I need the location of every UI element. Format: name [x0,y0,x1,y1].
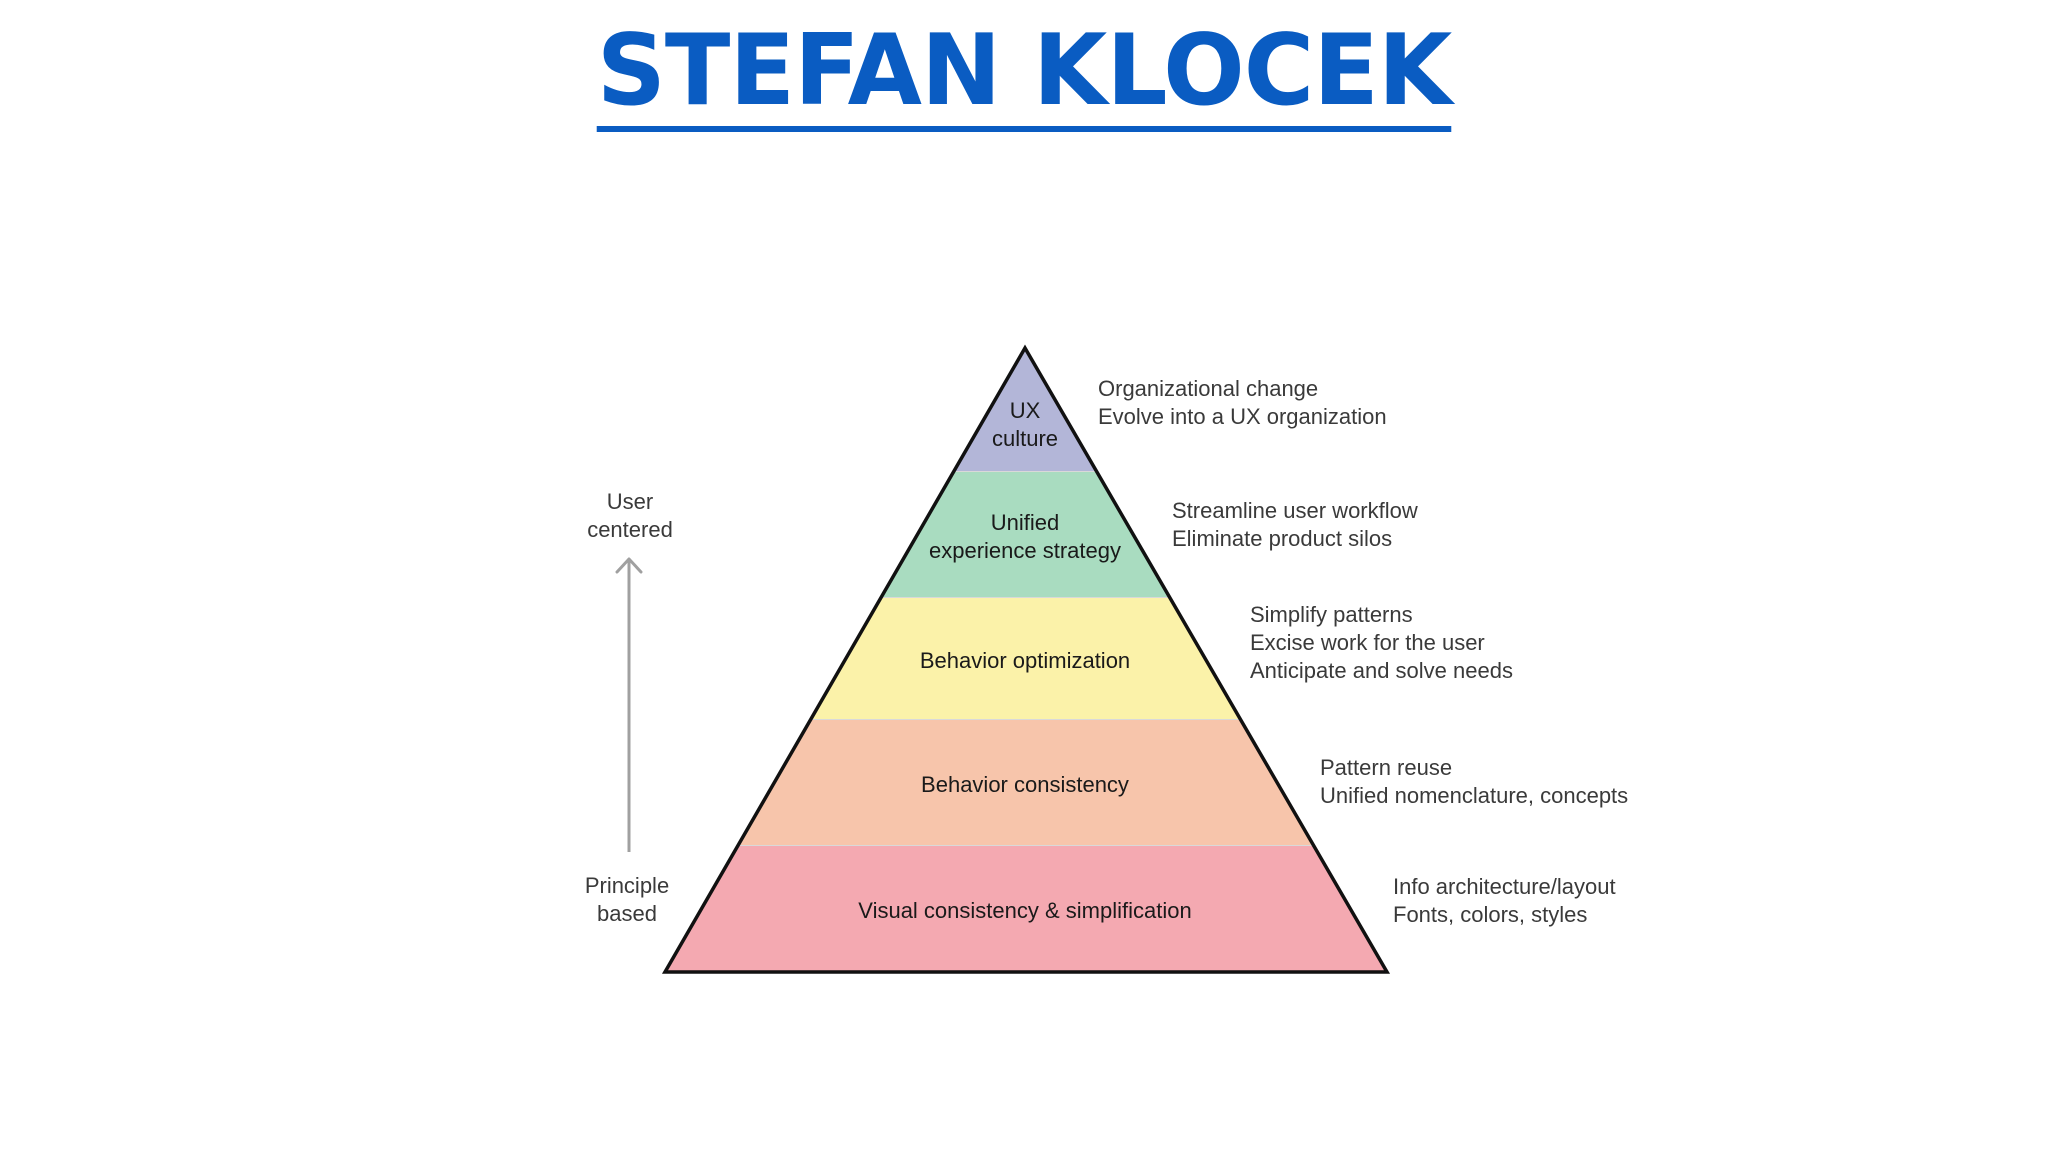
tier-label: culture [992,426,1058,451]
tier-ux-culture [953,348,1097,472]
axis-bottom-label: Principle [585,873,669,898]
tier-note: Fonts, colors, styles [1393,902,1587,927]
tier-note: Info architecture/layout [1393,874,1616,899]
pyramid-border [661,344,1391,974]
tier-label: UX [1010,398,1041,423]
tier-note: Unified nomenclature, concepts [1320,783,1628,808]
tier-note: Anticipate and solve needs [1250,658,1513,683]
tier-label: Visual consistency & simplification [858,898,1191,923]
pyramid-outline [661,344,1391,974]
tier-note: Excise work for the user [1250,630,1485,655]
axis-top-label: centered [587,517,673,542]
tier-label: experience strategy [929,538,1121,563]
tier-visual-consistency [665,846,1387,972]
tier-note: Simplify patterns [1250,602,1413,627]
tier-label: Unified [991,510,1059,535]
page-title-text: STEFAN KLOCEK [596,17,1452,132]
arrow-up-icon [615,557,643,574]
tier-note: Pattern reuse [1320,755,1452,780]
page-title: STEFAN KLOCEK [0,17,2048,132]
axis-top-label: User [607,489,653,514]
pyramid-tiers [665,348,1387,972]
tier-label: Behavior optimization [920,648,1130,673]
tier-note: Eliminate product silos [1172,526,1392,551]
tier-behavior-optimization [810,598,1241,720]
tier-behavior-consistency [737,720,1314,846]
tier-unified-experience-strategy [880,472,1171,598]
tier-note: Evolve into a UX organization [1098,404,1387,429]
axis-bottom-label: based [597,901,657,926]
tier-label: Behavior consistency [921,772,1129,797]
tier-note: Organizational change [1098,376,1318,401]
tier-note: Streamline user workflow [1172,498,1418,523]
